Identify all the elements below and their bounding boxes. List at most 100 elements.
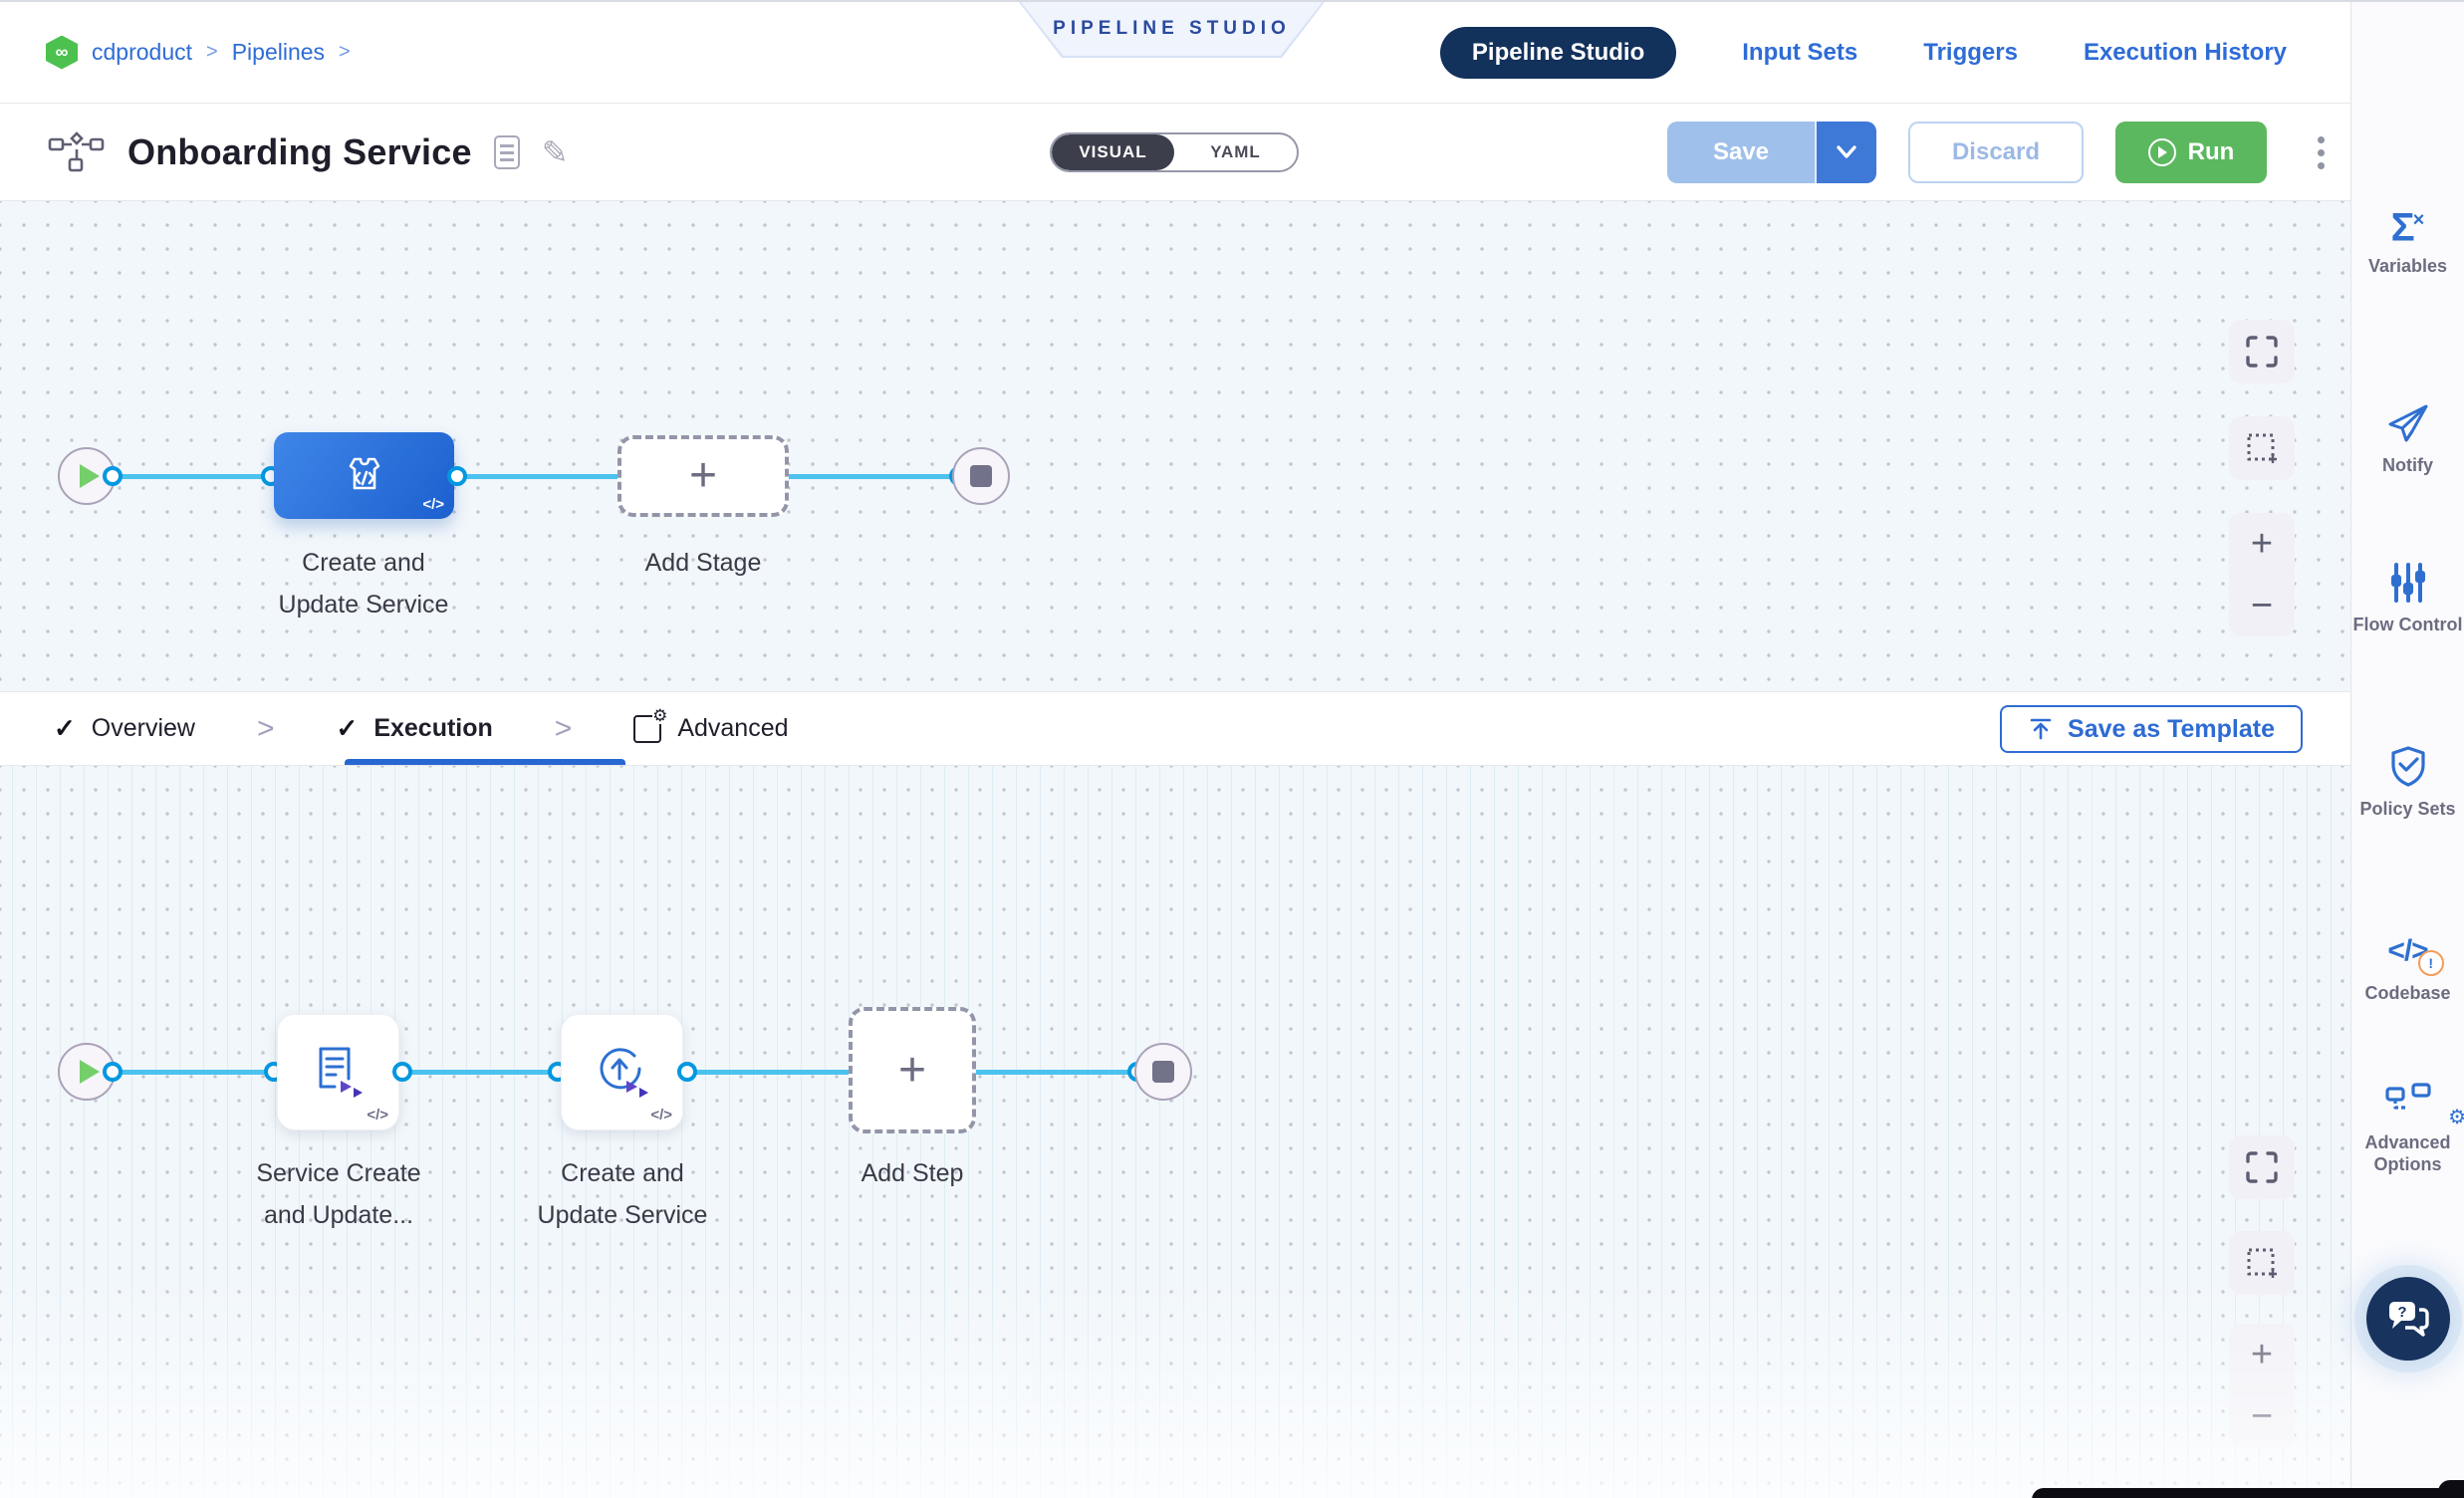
canvas-fit-view-button[interactable] xyxy=(2229,1135,2295,1199)
start-play-icon xyxy=(79,464,100,488)
stage-code-badge: </> xyxy=(422,496,444,513)
stage-label: Create and Update Service xyxy=(278,549,449,619)
execution-end-node[interactable] xyxy=(1134,1043,1192,1101)
pipeline-end-node[interactable] xyxy=(952,447,1010,505)
step-create-update-service[interactable]: </> xyxy=(561,1014,683,1130)
toggle-visual[interactable]: VISUAL xyxy=(1052,134,1174,170)
breadcrumb-pipelines-link[interactable]: Pipelines xyxy=(231,39,326,65)
fullscreen-icon xyxy=(2246,336,2278,368)
breadcrumb: ∞ cdproduct > Pipelines > xyxy=(46,35,351,70)
paper-plane-icon xyxy=(2351,400,2464,446)
pipeline-graph-icon xyxy=(48,131,105,172)
chevron-right-icon: > xyxy=(256,711,275,745)
execution-step-canvas[interactable]: </> </> + xyxy=(0,766,2350,1498)
tab-input-sets[interactable]: Input Sets xyxy=(1742,39,1858,66)
tab-overview[interactable]: ✓ Overview xyxy=(54,713,195,743)
port-node[interactable] xyxy=(103,466,123,486)
sidebar-item-codebase[interactable]: </>! Codebase xyxy=(2351,928,2464,1004)
stage-detail-tabs: ✓ Overview > ✓ Execution > ⚙ Advanced xyxy=(0,691,2350,766)
pipeline-description-icon[interactable] xyxy=(493,135,520,169)
fullscreen-icon xyxy=(2246,1151,2278,1183)
discard-button[interactable]: Discard xyxy=(1908,122,2084,183)
sidebar-item-flow-control[interactable]: Flow Control xyxy=(2351,560,2464,635)
add-step-button[interactable]: + xyxy=(849,1007,976,1133)
tab-execution-history[interactable]: Execution History xyxy=(2083,39,2287,66)
upload-icon xyxy=(2030,718,2052,740)
codebase-icon: </>! xyxy=(2351,928,2464,976)
chevron-down-icon xyxy=(1837,145,1856,158)
save-button[interactable]: Save xyxy=(1667,122,1815,183)
variables-sigma-icon: Σ× xyxy=(2390,205,2425,250)
canvas-zoom-controls: + − xyxy=(2229,1324,2295,1447)
sidebar-item-policy-sets[interactable]: Policy Sets xyxy=(2351,744,2464,820)
stage-canvas[interactable]: </> + Create and Update Service Add Stag… xyxy=(0,201,2350,691)
port-node[interactable] xyxy=(677,1062,697,1082)
zoom-out-button[interactable]: − xyxy=(2250,585,2274,626)
step-service-create-update[interactable]: </> xyxy=(277,1014,399,1130)
save-dropdown-button[interactable] xyxy=(1815,122,1876,183)
canvas-fit-view-button[interactable] xyxy=(2229,320,2295,383)
toolbar-actions: Save Discard Run xyxy=(1667,122,2350,183)
flow-control-sliders-icon xyxy=(2351,560,2464,606)
toggle-yaml[interactable]: YAML xyxy=(1210,142,1261,161)
shield-check-icon xyxy=(2351,744,2464,790)
stop-square-icon xyxy=(1152,1061,1174,1083)
tab-pipeline-studio[interactable]: Pipeline Studio xyxy=(1439,27,1677,79)
right-sidebar: Σ× Variables Notify xyxy=(2350,2,2464,1498)
step-code-badge: </> xyxy=(650,1107,672,1124)
zoom-in-button[interactable]: + xyxy=(2250,1334,2274,1375)
check-icon: ✓ xyxy=(54,713,76,743)
port-node[interactable] xyxy=(103,1062,123,1082)
custom-stage-code-icon xyxy=(349,457,379,489)
pipeline-studio-flag-label: PIPELINE STUDIO xyxy=(1021,2,1323,56)
add-step-label: Add Step xyxy=(861,1159,964,1187)
pipeline-title-group: Onboarding Service ✎ xyxy=(48,104,569,201)
zoom-in-button[interactable]: + xyxy=(2250,523,2274,565)
active-tab-underline xyxy=(345,759,625,765)
marquee-select-icon xyxy=(2247,1248,2277,1278)
port-node[interactable] xyxy=(392,1062,412,1082)
main-area: ∞ cdproduct > Pipelines > PIPELINE STUDI… xyxy=(0,2,2350,1498)
top-header: ∞ cdproduct > Pipelines > PIPELINE STUDI… xyxy=(0,2,2350,104)
advanced-settings-icon: ⚙ xyxy=(633,706,668,743)
bottom-toast-corner xyxy=(2438,1480,2464,1498)
start-play-icon xyxy=(79,1060,100,1084)
port-node[interactable] xyxy=(447,466,467,486)
canvas-select-mode-button[interactable] xyxy=(2229,1231,2295,1295)
visual-yaml-toggle: VISUAL YAML xyxy=(1050,132,1299,172)
stage-create-update-service[interactable]: </> xyxy=(274,432,454,519)
sidebar-item-variables[interactable]: Σ× Variables xyxy=(2351,201,2464,277)
zoom-out-button[interactable]: − xyxy=(2250,1395,2274,1437)
tab-triggers[interactable]: Triggers xyxy=(1923,39,2018,66)
pipeline-studio-flag: PIPELINE STUDIO xyxy=(1019,2,1325,58)
breadcrumb-project-link[interactable]: cdproduct xyxy=(92,39,193,65)
chevron-right-icon: > xyxy=(554,711,573,745)
breadcrumb-chevron-icon: > xyxy=(339,41,351,63)
tab-execution[interactable]: ✓ Execution xyxy=(336,713,493,743)
bottom-toast-edge xyxy=(2032,1488,2464,1498)
svg-text:?: ? xyxy=(2397,1304,2406,1321)
save-split-button: Save xyxy=(1667,122,1876,183)
help-chat-button[interactable]: ? xyxy=(2366,1277,2450,1361)
chat-bubbles-icon: ? xyxy=(2389,1302,2429,1337)
pipeline-title: Onboarding Service xyxy=(127,131,472,172)
marquee-select-icon xyxy=(2247,433,2277,463)
sidebar-item-advanced-options[interactable]: ⚙ Advanced Options xyxy=(2351,1078,2464,1175)
step2-label: Create and Update Service xyxy=(537,1159,708,1229)
plus-icon: + xyxy=(897,1043,927,1097)
add-stage-button[interactable]: + xyxy=(617,435,789,517)
stop-square-icon xyxy=(970,465,992,487)
sidebar-item-notify[interactable]: Notify xyxy=(2351,400,2464,476)
canvas-select-mode-button[interactable] xyxy=(2229,416,2295,480)
tab-advanced[interactable]: ⚙ Advanced xyxy=(633,706,789,743)
more-options-kebab-icon[interactable] xyxy=(2291,135,2350,169)
edit-pencil-icon[interactable]: ✎ xyxy=(541,134,569,170)
stage-connector-line xyxy=(115,474,961,479)
step1-label: Service Create and Update... xyxy=(256,1159,421,1229)
top-nav-tabs: Pipeline Studio Input Sets Triggers Exec… xyxy=(1439,2,2287,104)
run-button[interactable]: Run xyxy=(2115,122,2267,183)
add-stage-label: Add Stage xyxy=(644,549,762,577)
save-as-template-button[interactable]: Save as Template xyxy=(2000,705,2303,753)
project-hexagon-icon: ∞ xyxy=(46,35,78,70)
